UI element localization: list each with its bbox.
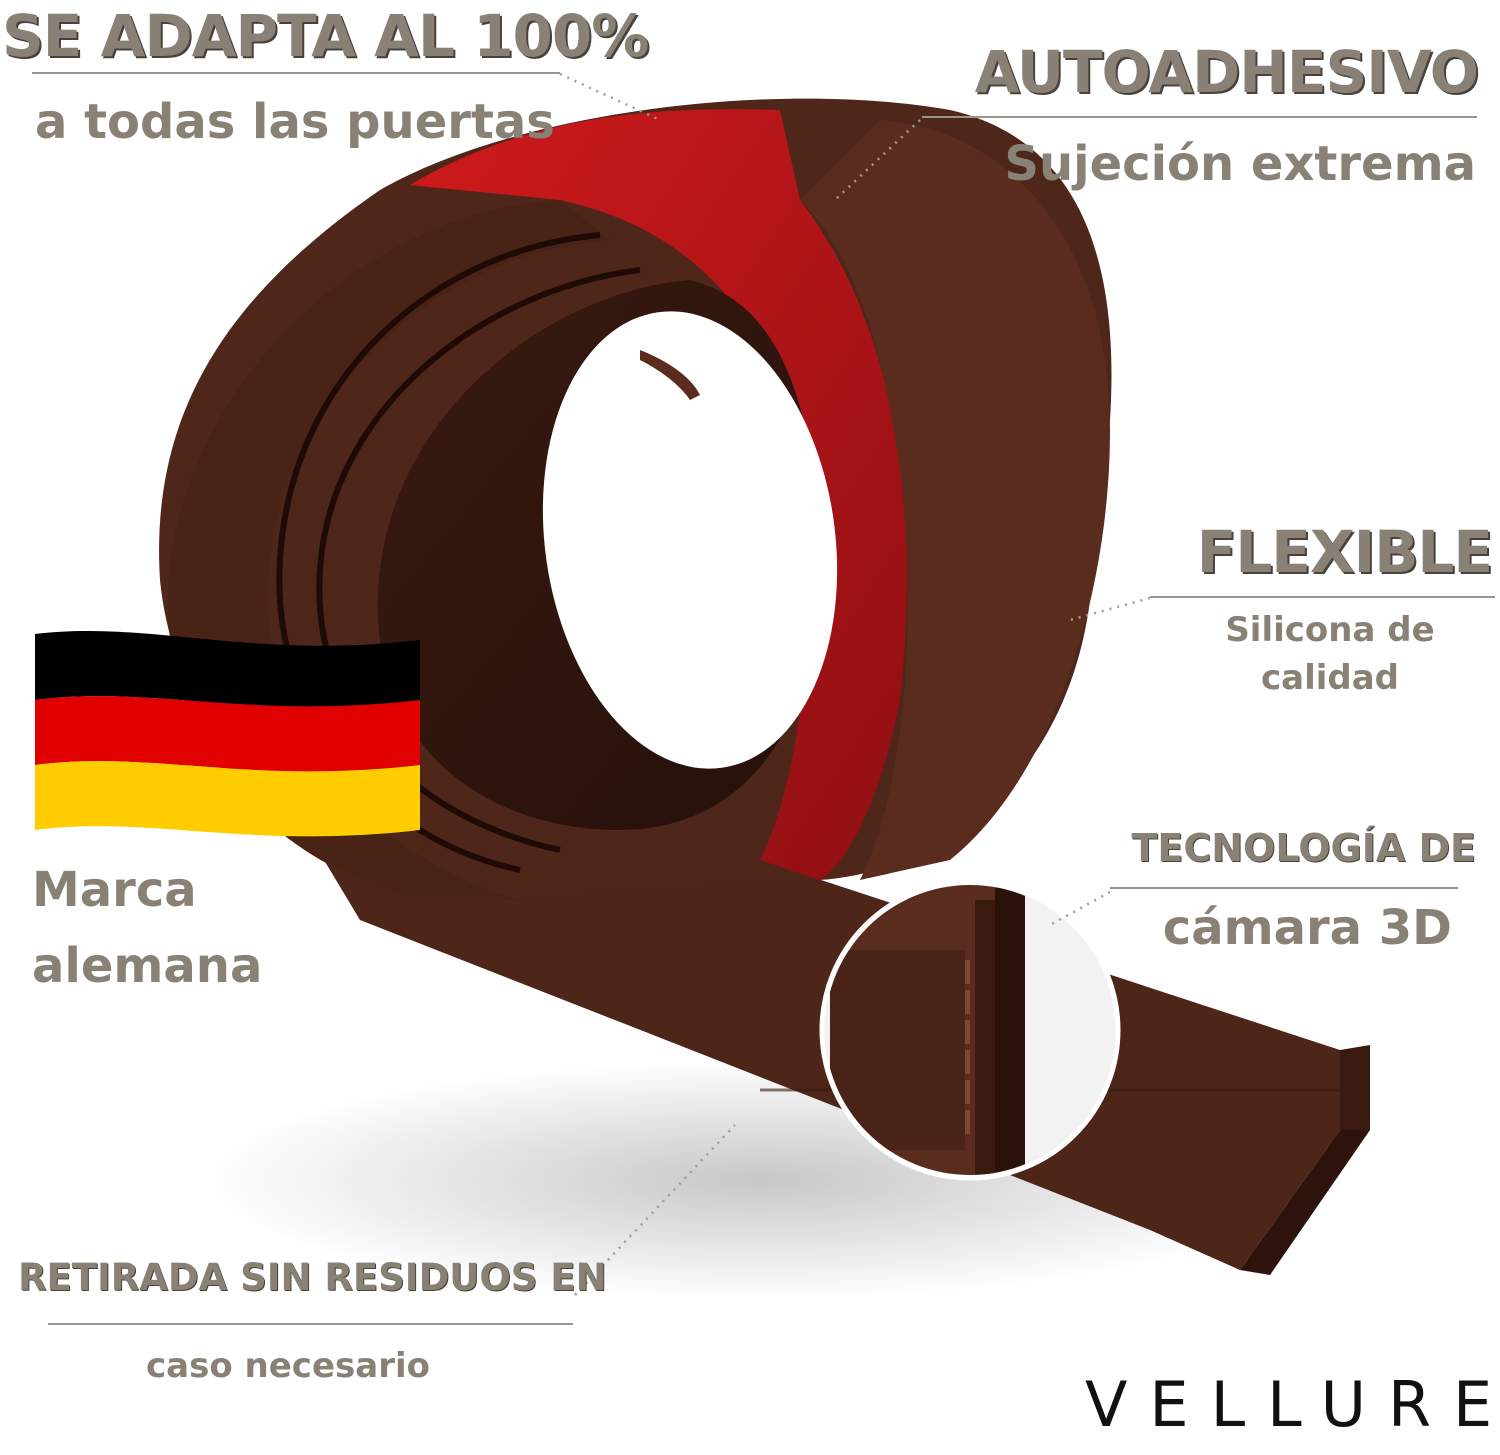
german-brand-line1: Marca xyxy=(32,862,197,918)
tech-rule xyxy=(1110,887,1458,889)
flexible-title: FLEXIBLE xyxy=(1196,518,1493,586)
flexible-subtitle-line1: Silicona de xyxy=(1225,610,1435,650)
fit-rule xyxy=(32,72,560,74)
removal-subtitle: caso necesario xyxy=(146,1346,430,1386)
removal-rule xyxy=(48,1323,573,1325)
german-flag xyxy=(35,630,420,837)
tech-subtitle: cámara 3D xyxy=(1162,900,1452,956)
adhesive-rule xyxy=(922,116,1477,118)
roll-hole xyxy=(542,311,838,769)
fit-title: SE ADAPTA AL 100% xyxy=(2,2,649,70)
leader-lines xyxy=(559,72,1151,1296)
adhesive-title: AUTOADHESIVO xyxy=(974,38,1479,106)
magnifier-lens xyxy=(819,879,1121,1181)
removal-title: RETIRADA SIN RESIDUOS EN xyxy=(18,1256,607,1299)
fit-subtitle: a todas las puertas xyxy=(35,94,555,150)
brand-logo: VELLURE xyxy=(1085,1368,1500,1441)
tech-title: TECNOLOGÍA DE xyxy=(1131,826,1476,870)
adhesive-subtitle: Sujeción extrema xyxy=(1004,136,1476,192)
german-brand-line2: alemana xyxy=(32,938,263,994)
flexible-subtitle-line2: calidad xyxy=(1260,658,1400,698)
adhesive-band xyxy=(410,109,907,880)
flexible-rule xyxy=(1150,596,1495,598)
